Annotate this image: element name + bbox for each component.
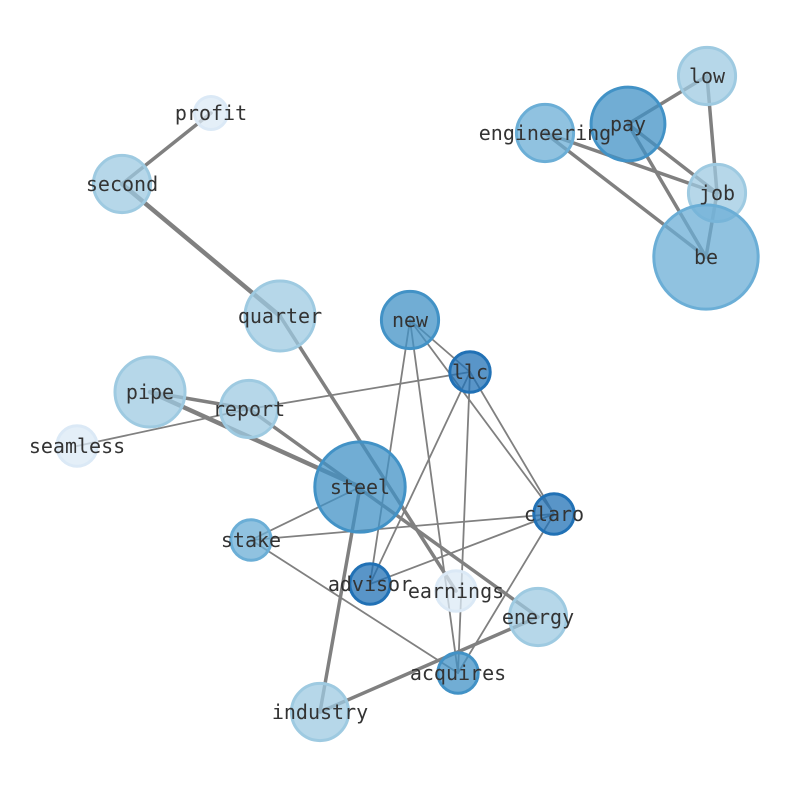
node-label-engineering: engineering <box>479 121 611 145</box>
node-label-pipe: pipe <box>126 380 174 404</box>
edge-llc-claro <box>469 371 555 515</box>
node-label-quarter: quarter <box>238 304 322 328</box>
node-label-energy: energy <box>502 605 574 629</box>
node-second <box>91 153 153 215</box>
node-label-acquires: acquires <box>410 661 506 685</box>
node-report <box>218 378 280 440</box>
node-pay <box>589 85 667 163</box>
node-earnings <box>434 569 478 613</box>
edge-new-claro <box>409 319 555 515</box>
node-advisor <box>348 562 392 606</box>
node-label-earnings: earnings <box>408 579 504 603</box>
edge-industry-energy <box>318 615 540 714</box>
node-label-stake: stake <box>221 528 281 552</box>
node-stake <box>229 518 273 562</box>
node-label-be: be <box>694 245 718 269</box>
node-label-report: report <box>213 397 285 421</box>
node-seamless <box>55 424 99 468</box>
node-label-llc: llc <box>452 360 488 384</box>
node-label-claro: claro <box>524 502 584 526</box>
edge-llc-advisor <box>369 371 471 585</box>
edge-report-llc <box>248 371 471 410</box>
edge-stake-claro <box>250 513 555 541</box>
node-label-advisor: advisor <box>328 572 412 596</box>
node-steel <box>313 440 407 534</box>
node-profit <box>193 95 229 131</box>
node-label-pay: pay <box>610 112 646 136</box>
node-new <box>379 289 441 351</box>
node-label-industry: industry <box>272 700 368 724</box>
node-llc <box>448 350 492 394</box>
node-be <box>652 203 760 311</box>
node-engineering <box>514 102 576 164</box>
node-label-new: new <box>392 308 429 332</box>
node-label-second: second <box>86 172 158 196</box>
node-energy <box>507 586 569 648</box>
node-label-profit: profit <box>175 101 247 125</box>
node-label-low: low <box>689 64 726 88</box>
node-claro <box>532 492 576 536</box>
node-acquires <box>436 651 480 695</box>
edge-engineering-job <box>543 131 719 195</box>
node-low <box>676 45 738 107</box>
node-pipe <box>113 355 187 429</box>
edge-advisor-claro <box>369 513 555 585</box>
node-layer <box>55 45 760 743</box>
edge-new-acquires <box>409 319 459 674</box>
edge-stake-acquires <box>250 539 459 674</box>
node-label-steel: steel <box>330 475 390 499</box>
node-industry <box>289 681 351 743</box>
edge-claro-acquires <box>457 513 555 674</box>
node-quarter <box>243 279 317 353</box>
node-label-seamless: seamless <box>29 434 125 458</box>
node-label-job: job <box>699 181 735 205</box>
